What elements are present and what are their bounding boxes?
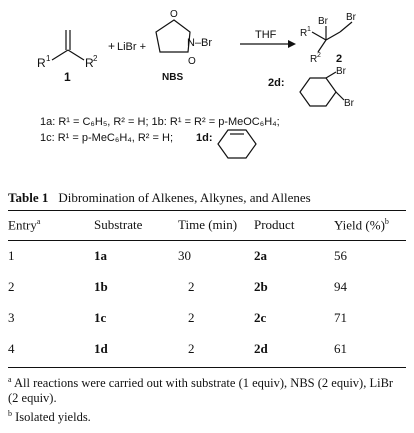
br-2d-bottom: Br [344,98,355,109]
table-row: 4 1d 2 2d 61 [8,334,406,369]
cell-yield: 56 [334,248,347,264]
libr-reagent: LiBr + [117,41,146,53]
r1-label: R [37,56,46,70]
table-row: 2 1b 2 2b 94 [8,272,406,303]
definitions-line-2: 1c: R¹ = p-MeC₆H₄, R² = H; [40,132,173,144]
cell-entry: 4 [8,334,94,369]
cell-time: 2 [188,310,195,326]
table-row: 3 1c 2 2c 71 [8,303,406,334]
definitions-line-1: 1a: R¹ = C₆H₅, R² = H; 1b: R¹ = R² = p-M… [40,116,280,128]
product-2d-label: 2d: [268,77,285,89]
cell-time: 2 [188,279,195,295]
header-yield: Yield (%)b [334,209,406,242]
br-2-label: Br [346,12,357,23]
compound-1-number: 1 [64,70,71,84]
oxygen-bottom: O [188,56,196,67]
cell-product: 2a [254,248,267,264]
product-r1-label: R [300,28,307,39]
table-caption: Table 1 Dibromination of Alkenes, Alkynes… [8,190,311,206]
table-footnotes: a All reactions were carried out with su… [8,372,406,425]
cell-substrate: 1c [94,310,107,326]
results-table: Entrya Substrate Time (min) Product Yiel… [8,209,406,369]
reaction-scheme: R 1 R 2 1 + LiBr + O O N–Br NBS THF Br B… [37,9,357,159]
r2-label: R [85,56,94,70]
cell-entry: 3 [8,310,15,326]
cell-substrate: 1a [94,248,107,264]
plus-sign: + [108,39,115,53]
header-substrate: Substrate [94,209,178,242]
table-header-row: Entrya Substrate Time (min) Product Yiel… [8,209,406,242]
cell-yield: 71 [334,310,347,326]
nbs-label: NBS [162,72,183,83]
r2-superscript: 2 [93,54,98,63]
oxygen-top: O [170,9,178,20]
footnote-a: a All reactions were carried out with su… [8,375,394,406]
cell-yield: 61 [334,334,406,369]
cell-substrate: 1d [94,334,178,369]
cell-product: 2c [254,310,267,326]
nbs-structure: O O N–Br NBS [155,9,212,83]
caption-label: Table 1 [8,190,49,205]
product-2-number: 2 [336,53,342,65]
arrow-head [288,40,296,48]
r1-superscript: 1 [46,54,51,63]
product-r2-superscript: 2 [317,52,321,59]
cell-yield: 94 [334,279,347,295]
footnote-b: b Isolated yields. [8,409,91,425]
product-r1-superscript: 1 [307,26,311,33]
header-entry: Entrya [8,209,94,242]
product-r2-label: R [310,54,317,65]
alkene-structure: R 1 R 2 1 [37,30,98,84]
product-2-structure: Br Br R 1 R 2 2 [300,12,357,65]
cyclohexene-structure [217,129,257,159]
caption-text: Dibromination of Alkenes, Alkynes, and A… [58,190,311,205]
arrow-label: THF [255,29,277,41]
header-time: Time (min) [178,209,254,242]
br-1-label: Br [318,16,329,27]
cell-substrate: 1b [94,279,108,295]
cell-entry: 2 [8,279,15,295]
cell-time: 2 [178,334,254,369]
br-2d-top: Br [336,66,347,77]
cell-time: 30 [178,248,191,264]
header-product: Product [254,209,334,242]
definition-1d-label: 1d: [196,132,213,144]
table-row: 1 1a 30 2a 56 [8,241,406,273]
cell-entry: 1 [8,248,15,264]
nbs-n-br: N–Br [187,37,212,49]
cyclohexane-structure: Br Br [299,66,355,109]
cell-product: 2d [254,334,334,369]
cell-product: 2b [254,279,268,295]
